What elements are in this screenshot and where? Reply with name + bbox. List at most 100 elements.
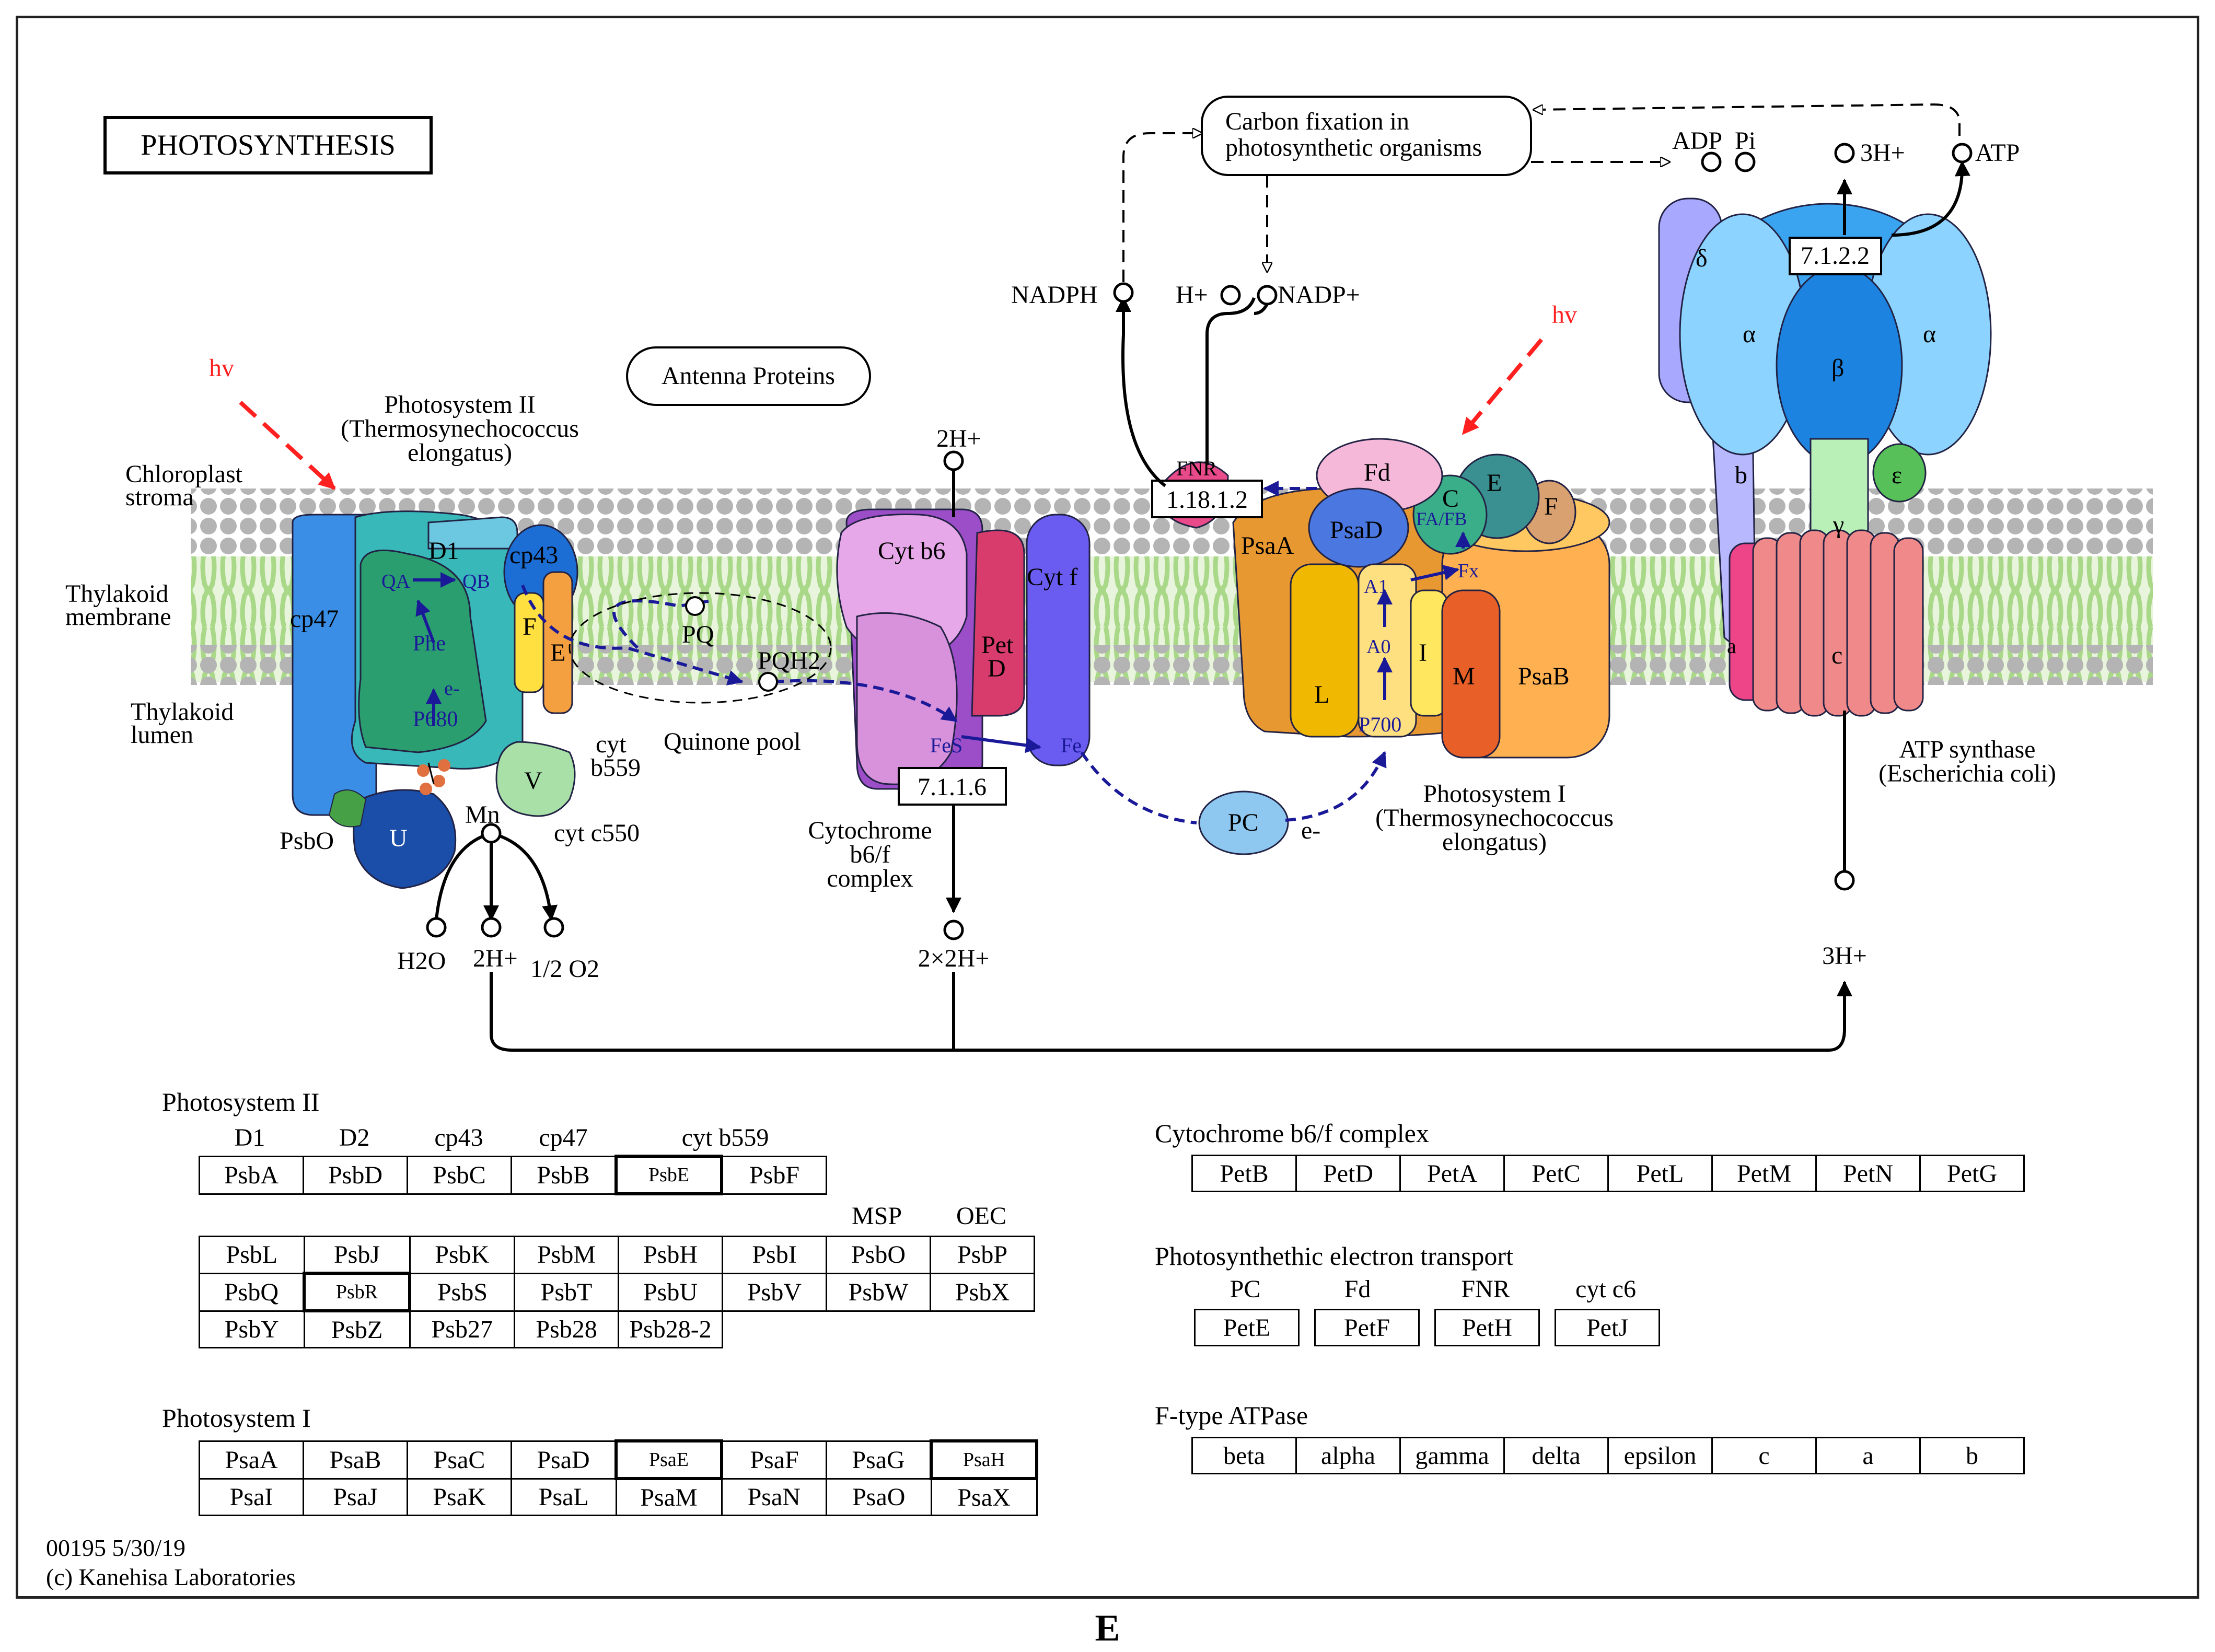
gene-cell[interactable]: PsbT <box>514 1272 619 1312</box>
gene-cell[interactable]: PetC <box>1503 1155 1609 1192</box>
gene-cell[interactable]: PsaD <box>511 1440 617 1480</box>
gene-cell[interactable]: PsbI <box>722 1236 827 1274</box>
gene-cell[interactable]: delta <box>1503 1437 1609 1474</box>
gene-cell[interactable]: PsbM <box>514 1236 619 1274</box>
h2o-label: H2O <box>397 947 446 975</box>
gene-cell[interactable]: PsbL <box>199 1236 305 1274</box>
pqh2-label: PQH2 <box>758 647 820 674</box>
cytochrome-b6f-complex[interactable] <box>836 508 1289 855</box>
gene-cell[interactable]: beta <box>1191 1437 1297 1474</box>
gene-cell[interactable]: gamma <box>1399 1437 1505 1474</box>
gene-cell[interactable]: PetA <box>1399 1155 1505 1192</box>
gene-cell[interactable]: PsbS <box>409 1272 515 1312</box>
gene-cell[interactable]: PsbH <box>618 1236 723 1274</box>
ps2-org: (Thermosynechococcus <box>341 415 579 443</box>
two-h-top-label: 2H+ <box>936 425 981 452</box>
footer-copyright: (c) Kanehisa Laboratories <box>46 1564 296 1590</box>
stroma-label2: stroma <box>125 483 194 511</box>
cyt-b559-label2: b559 <box>590 754 641 782</box>
cp47-label: cp47 <box>290 605 339 633</box>
fd-label: Fd <box>1364 459 1390 486</box>
pq-label: PQ <box>682 621 714 648</box>
empty-cell <box>722 1311 827 1348</box>
ec-fnr-box[interactable] <box>1151 480 1263 518</box>
gene-cell[interactable]: PsaH <box>930 1439 1038 1480</box>
gene-cell[interactable]: PetM <box>1711 1155 1817 1192</box>
gene-cell[interactable]: PsbV <box>722 1272 827 1312</box>
gene-cell[interactable]: PetN <box>1815 1155 1921 1192</box>
gene-cell[interactable]: epsilon <box>1607 1437 1713 1474</box>
gene-cell[interactable]: PsaG <box>826 1440 932 1480</box>
gene-cell[interactable]: PsbZ <box>303 1310 411 1348</box>
gene-cell[interactable]: PsbU <box>618 1272 723 1312</box>
d1-label: D1 <box>428 537 459 565</box>
gene-cell[interactable]: PsbE <box>614 1155 723 1195</box>
gene-cell[interactable]: alpha <box>1295 1437 1401 1474</box>
gene-cell[interactable]: PsbQ <box>199 1272 305 1312</box>
gene-cell[interactable]: PetL <box>1607 1155 1713 1192</box>
gene-cell[interactable]: c <box>1711 1437 1817 1474</box>
gene-cell[interactable]: PsaF <box>721 1440 827 1480</box>
gene-cell[interactable]: PsaO <box>826 1478 932 1516</box>
gene-cell[interactable]: PsbX <box>930 1272 1035 1312</box>
gene-cell[interactable]: PsaB <box>303 1440 408 1480</box>
empty-cell <box>930 1311 1035 1348</box>
gene-cell[interactable]: PsbY <box>199 1310 305 1348</box>
atp-synthase-complex[interactable] <box>1658 197 1992 717</box>
gene-cell[interactable]: PsbD <box>303 1155 408 1195</box>
stroma-label: Chloroplast <box>125 460 243 488</box>
diagram-frame <box>16 16 2199 1599</box>
gene-cell[interactable]: Psb28-2 <box>618 1310 723 1348</box>
gene-cell[interactable]: PsbF <box>721 1155 827 1195</box>
membrane-label2: membrane <box>65 603 171 631</box>
ps2-header-cp47: cp47 <box>539 1124 588 1151</box>
gene-cell[interactable]: PsbB <box>511 1155 617 1195</box>
gene-cell[interactable]: PetF <box>1314 1309 1420 1346</box>
gene-cell[interactable]: PsbO <box>826 1236 931 1274</box>
gene-cell[interactable]: b <box>1919 1437 2025 1474</box>
cyt-complex-label: Cytochrome <box>808 817 932 844</box>
photosystem-ii-complex[interactable] <box>292 510 578 889</box>
gene-cell[interactable]: PetG <box>1919 1155 2025 1192</box>
alpha1-label: α <box>1743 320 1756 348</box>
gene-cell[interactable]: PsbR <box>303 1272 411 1312</box>
gene-cell[interactable]: PsaL <box>511 1478 617 1516</box>
antenna-proteins-box[interactable] <box>626 346 871 406</box>
cyt-complex-label3: complex <box>827 865 913 892</box>
gene-cell[interactable]: PetH <box>1434 1309 1540 1346</box>
pet-table: PetE PetF PetH PetJ <box>1179 1309 1675 1346</box>
gene-cell[interactable]: a <box>1815 1437 1921 1474</box>
gene-cell[interactable]: PsbJ <box>303 1236 411 1274</box>
gene-cell[interactable]: PsaJ <box>303 1478 408 1516</box>
footer: 00195 5/30/19 (c) Kanehisa Laboratories <box>46 1533 296 1592</box>
gene-cell[interactable]: PsbK <box>409 1236 515 1274</box>
pet-table-title: Photosynthethic electron transport <box>1155 1241 1513 1271</box>
gene-cell[interactable]: PsaC <box>407 1440 512 1480</box>
gene-cell[interactable]: PsbW <box>826 1272 931 1312</box>
gene-cell[interactable]: PsaI <box>199 1478 304 1516</box>
gene-cell[interactable]: PsbC <box>407 1155 512 1195</box>
gene-cell[interactable]: Psb27 <box>409 1310 515 1348</box>
gene-cell[interactable]: Psb28 <box>514 1310 619 1348</box>
cyt-f-label: Cyt f <box>1027 563 1077 591</box>
compound-nodes[interactable] <box>426 143 1973 940</box>
pet-d-label2: D <box>988 655 1006 682</box>
delta-label: δ <box>1696 245 1708 272</box>
photosystem-i-complex[interactable] <box>1159 438 1610 759</box>
gene-cell[interactable]: PsaM <box>615 1478 723 1516</box>
gene-cell[interactable]: PsaE <box>614 1439 723 1480</box>
nadph-label: NADPH <box>1011 281 1097 309</box>
gene-cell[interactable]: PsaA <box>199 1440 304 1480</box>
gene-cell[interactable]: PsaK <box>407 1478 512 1516</box>
gene-cell[interactable]: PetD <box>1295 1155 1401 1192</box>
empty-cell <box>826 1311 931 1348</box>
gene-cell[interactable]: PsbP <box>930 1236 1035 1274</box>
gene-cell[interactable]: PsbA <box>199 1155 304 1195</box>
gene-cell[interactable]: PetE <box>1194 1309 1300 1346</box>
gene-cell[interactable]: PetJ <box>1555 1309 1660 1346</box>
atp-synthase-label2: (Escherichia coli) <box>1878 760 2056 787</box>
c-ring-label: c <box>1831 642 1842 669</box>
gene-cell[interactable]: PsaN <box>721 1478 827 1516</box>
gene-cell[interactable]: PsaX <box>930 1478 1038 1516</box>
gene-cell[interactable]: PetB <box>1191 1155 1297 1192</box>
